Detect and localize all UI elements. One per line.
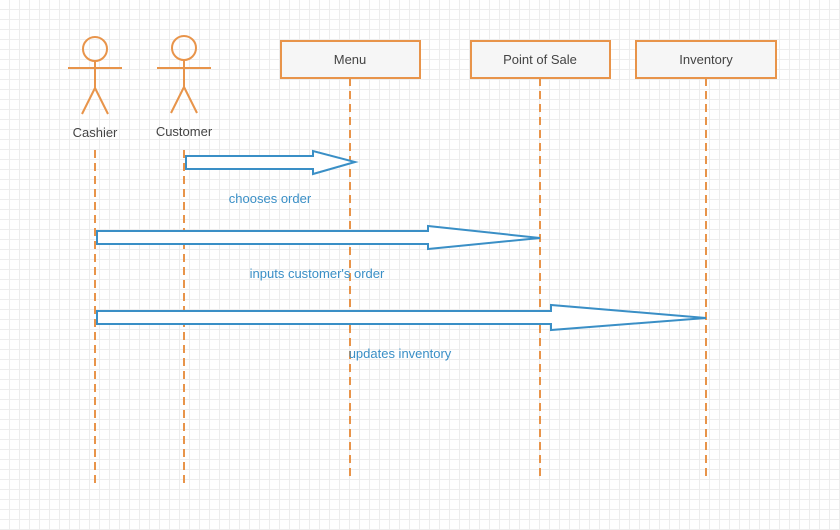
object-point-of-sale[interactable]: Point of Sale — [470, 40, 611, 79]
block-arrow-icon — [96, 224, 541, 251]
object-label-menu: Menu — [334, 52, 367, 67]
actor-label-customer: Customer — [156, 124, 213, 139]
object-inventory[interactable]: Inventory — [635, 40, 777, 79]
message-label-chooses-order: chooses order — [229, 191, 312, 206]
stick-figure-icon — [68, 36, 122, 115]
message-inputs-customers-order[interactable]: inputs customer's order — [96, 224, 541, 281]
actor-customer[interactable]: Customer — [156, 35, 213, 139]
object-box-menu — [280, 40, 421, 79]
object-box-point-of-sale — [470, 40, 611, 79]
object-label-point-of-sale: Point of Sale — [503, 52, 577, 67]
message-chooses-order[interactable]: chooses order — [185, 149, 359, 206]
message-label-updates-inventory: updates inventory — [349, 346, 452, 361]
actor-cashier[interactable]: Cashier — [68, 36, 122, 140]
stick-figure-icon — [157, 35, 211, 114]
message-label-inputs-customers-order: inputs customer's order — [250, 266, 385, 281]
actor-label-cashier: Cashier — [73, 125, 118, 140]
object-box-inventory — [635, 40, 777, 79]
block-arrow-icon — [96, 303, 707, 332]
block-arrow-icon — [185, 149, 359, 176]
object-label-inventory: Inventory — [679, 52, 733, 67]
object-menu[interactable]: Menu — [280, 40, 421, 79]
message-updates-inventory[interactable]: updates inventory — [96, 303, 707, 361]
